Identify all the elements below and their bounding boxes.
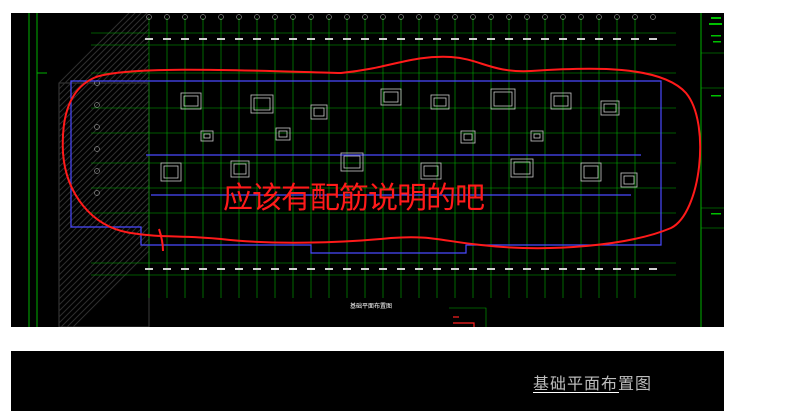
drawing-title: 基础平面布置图 xyxy=(533,374,653,393)
cad-drawing-view-lower[interactable]: 基础平面布置图 xyxy=(11,351,724,411)
title-underline xyxy=(533,392,619,393)
annotation-circle xyxy=(61,55,702,250)
annotation-arrow xyxy=(158,228,164,252)
footing-outline xyxy=(70,80,662,254)
title-block xyxy=(701,52,724,229)
cad-drawing-view[interactable]: 应该有配筋说明的吧 基础平面布置图 xyxy=(11,13,724,327)
red-detail-mark xyxy=(453,316,475,327)
cad-drawing-canvas xyxy=(28,13,724,327)
annotation-text: 应该有配筋说明的吧 xyxy=(223,181,485,216)
drawing-frame xyxy=(28,13,702,327)
title-block-text xyxy=(709,17,722,215)
sheet-title: 基础平面布置图 xyxy=(350,303,393,310)
left-hatch-region xyxy=(58,13,150,327)
bottom-detail xyxy=(449,307,487,327)
